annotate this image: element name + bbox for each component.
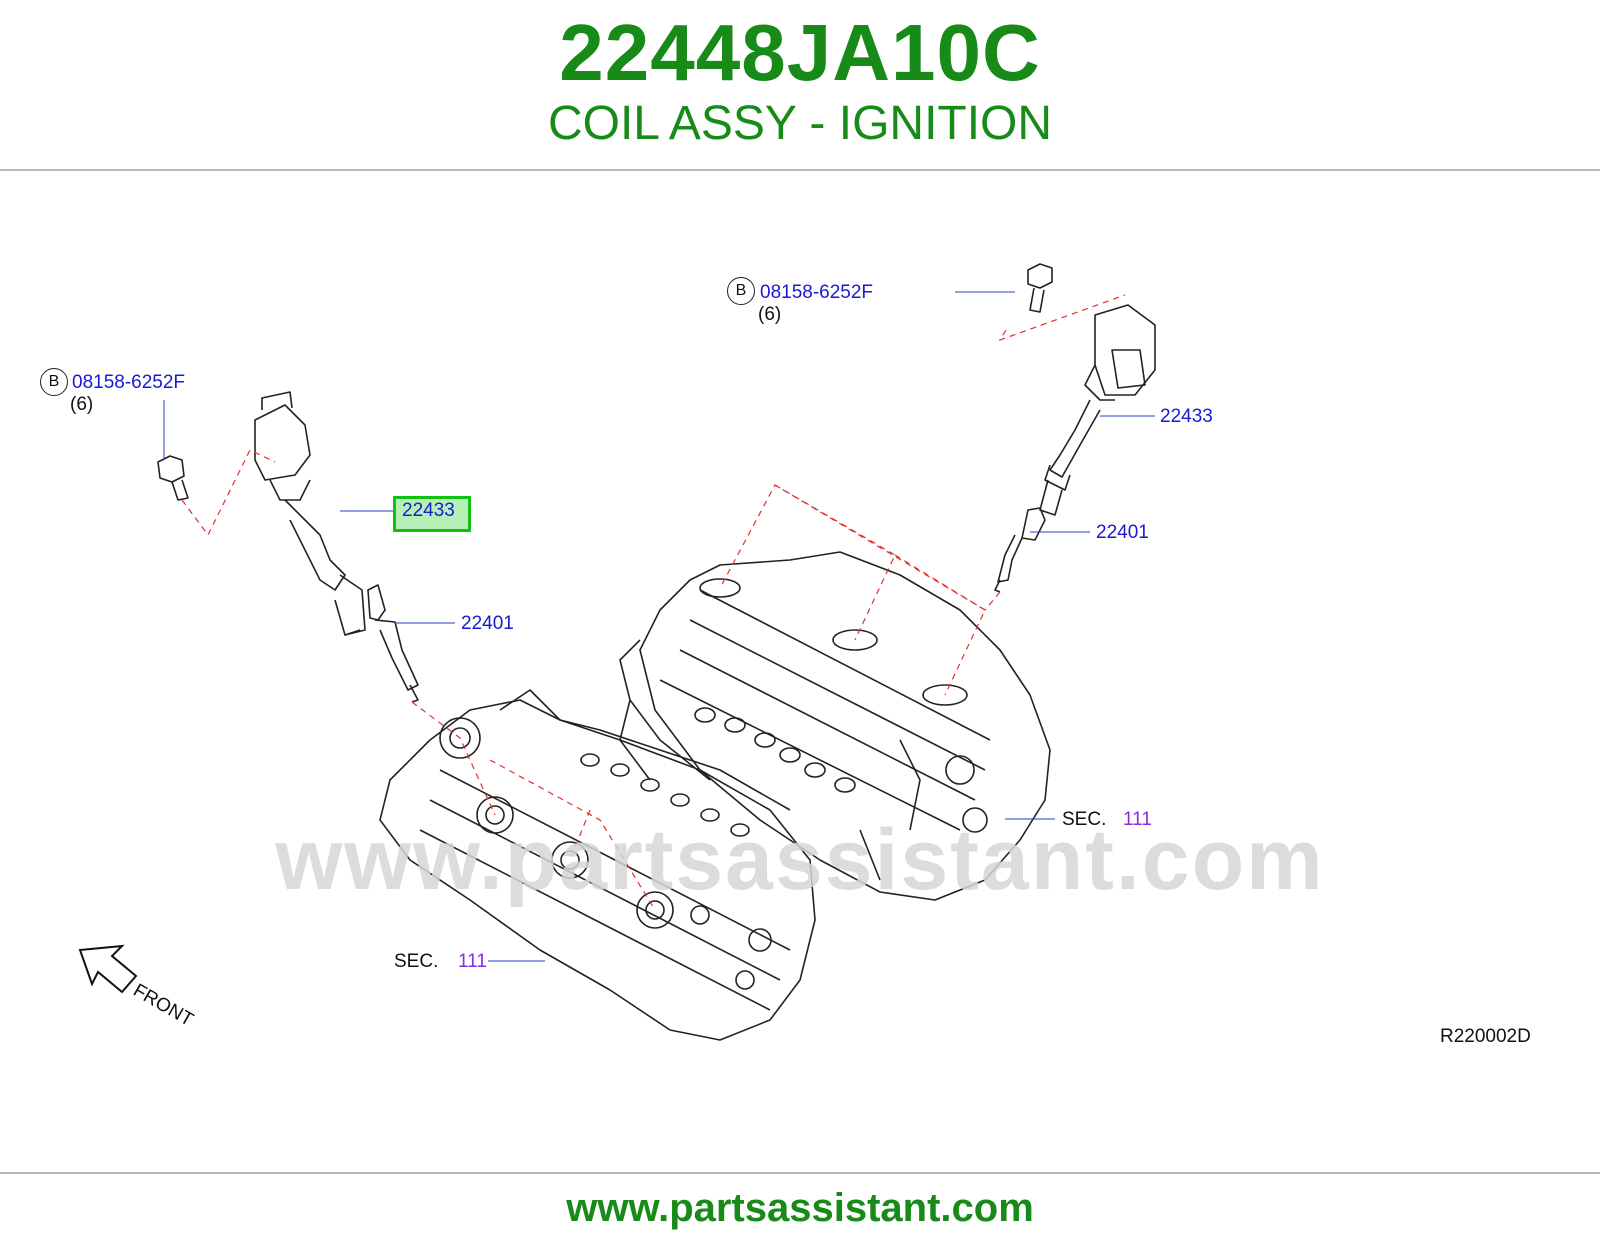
footer-site-url[interactable]: www.partsassistant.com [566,1186,1034,1230]
sec-right-prefix: SEC. [1062,809,1107,830]
engine-head-left [379,689,816,1041]
part-number-title: 22448JA10C [559,8,1041,97]
bolt-left-marker: B [40,368,68,396]
sec-left-prefix: SEC. [394,951,439,972]
watermark-text: www.partsassistant.com [275,812,1325,908]
spark-plug-left [367,584,419,703]
bolt-right-marker: B [727,277,755,305]
sec-right-link[interactable]: 111 [1123,809,1152,830]
selected-part-highlight [393,496,471,532]
bolt-right [1027,263,1053,313]
coil-left-part-link[interactable]: 22433 [402,500,455,521]
bolt-left-part-link[interactable]: 08158-6252F [72,372,186,393]
ignition-coil-right [1039,304,1156,516]
coil-right-part-link[interactable]: 22433 [1160,406,1213,427]
footer-divider [0,1172,1600,1174]
front-arrow-icon [78,944,138,994]
sec-left-link[interactable]: 111 [458,951,487,972]
bolt-right-qty: (6) [758,304,782,325]
diagram-drawing [78,263,1156,1041]
bolt-right-part-link[interactable]: 08158-6252F [760,282,874,303]
spark-plug-right [994,507,1046,593]
engine-head-right [619,551,1051,901]
bolt-left-qty: (6) [70,394,94,415]
dashed-alignment-lines [181,294,1126,911]
parts-diagram: www.partsassistant.com B 08158-6252F (6)… [0,180,1600,1170]
diagram-ref-code: R220002D [1440,1026,1531,1047]
part-description: COIL ASSY - IGNITION [547,97,1053,150]
header-divider [0,169,1600,171]
leader-lines [163,291,1155,962]
bolt-left [157,455,189,501]
ignition-coil-left [254,391,366,636]
page-header: 22448JA10C COIL ASSY - IGNITION [0,0,1600,168]
plug-left-part-link[interactable]: 22401 [461,613,514,634]
plug-right-part-link[interactable]: 22401 [1096,522,1149,543]
